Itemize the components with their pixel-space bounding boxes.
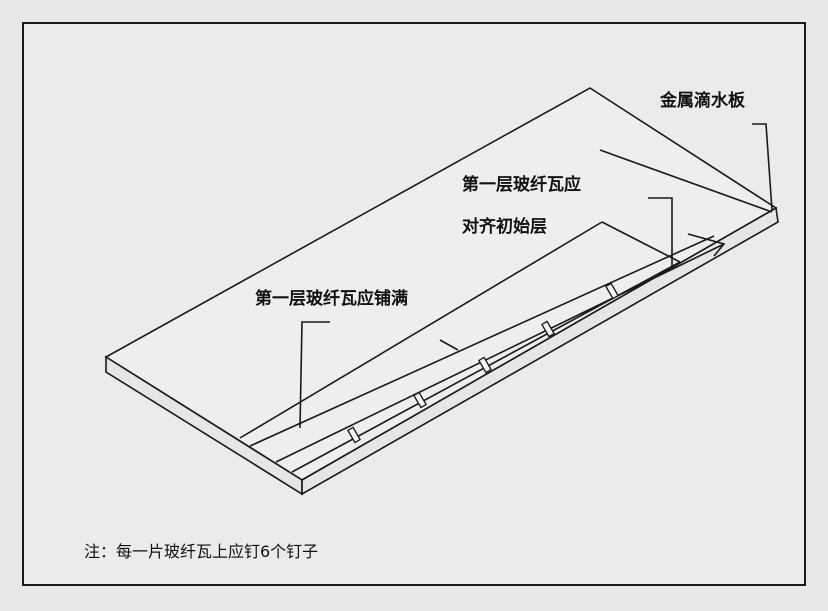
roof-deck-side-edge: [301, 206, 779, 496]
leader-full-cover: [299, 321, 330, 429]
cut-line: [439, 339, 459, 351]
leader-drip-edge: [752, 123, 773, 211]
label-align-line1: 第一层玻纤瓦应: [462, 175, 581, 195]
drip-edge-line: [599, 149, 773, 213]
first-course-end: [601, 221, 681, 263]
leader-align: [648, 197, 673, 266]
label-full-cover: 第一层玻纤瓦应铺满: [255, 289, 408, 309]
label-align-line2: 对齐初始层: [462, 217, 547, 237]
starter-strip-line: [249, 235, 715, 447]
starter-end: [687, 233, 726, 257]
nail-mark: [478, 356, 492, 374]
nail-mark: [347, 426, 361, 444]
nail-mark: [413, 391, 427, 409]
nail-mark: [541, 320, 555, 338]
starter-strip-line: [275, 243, 725, 463]
note-text: 注：每一片玻纤瓦上应钉6个钉子: [84, 542, 319, 561]
nail-mark: [605, 282, 619, 300]
nails: [347, 282, 619, 444]
label-drip-edge: 金属滴水板: [660, 91, 745, 111]
